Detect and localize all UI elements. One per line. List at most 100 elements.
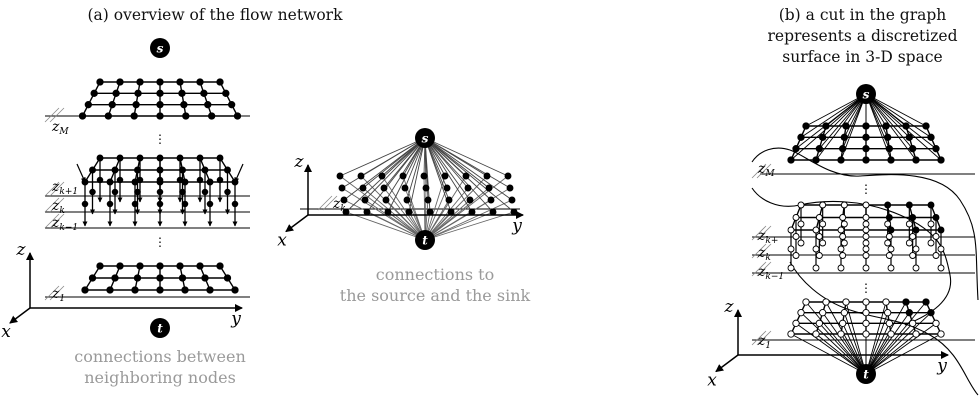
panel-mid-source-edge	[424, 137, 494, 213]
panel-b-grid-zk-node	[819, 220, 827, 228]
panel-b-grid-z1-node	[802, 298, 810, 306]
panel-b-source-edge	[795, 93, 867, 150]
panel-b-title-line3: surface in 3-D space	[782, 48, 943, 66]
panel-a-grid-z1-node	[206, 286, 214, 294]
panel-b-sink-edge	[865, 312, 932, 375]
panel-b-sink-edge	[845, 301, 867, 375]
panel-a-grid-z1-node	[201, 274, 209, 282]
panel-b-cut-curve	[751, 187, 952, 326]
panel-a-grid-zM-node	[78, 112, 87, 120]
panel-b-grid-zk-node	[839, 233, 847, 240]
panel-a-grid-zk-node	[136, 176, 144, 184]
panel-mid-node	[380, 184, 388, 192]
panel-mid-sink-edge	[345, 211, 426, 241]
panel-b-grid-zk-node	[884, 201, 892, 209]
panel-b-grid-zM-node	[837, 156, 845, 164]
panel-a-grid-z1-node	[216, 262, 224, 270]
panel-a-grid-zk-node	[96, 154, 104, 162]
panel-b-grid-zM-node	[905, 133, 913, 141]
panel-a-grid-z1-node	[111, 274, 119, 282]
panel-a-grid-zk-node	[206, 178, 214, 186]
panel-a-grid-zk-node	[196, 154, 204, 162]
panel-a-grid-zM-node	[208, 112, 216, 120]
panel-mid-sink-circle	[415, 230, 435, 250]
panel-b-grid-zk-node	[792, 252, 800, 259]
panel-b-grid-zk-node	[885, 233, 893, 240]
panel-a-grid-zk-node	[176, 154, 184, 162]
panel-mid-source-label: s	[422, 132, 429, 146]
panel-b-grid-zM-node	[792, 145, 800, 153]
panel-b-sink-edge	[865, 301, 927, 375]
panel-b-grid-zM-node	[787, 156, 795, 164]
panel-a-grid-zk-node	[156, 166, 164, 174]
panel-a-grid-zM-node	[200, 89, 208, 97]
panel-a-grid-zk-node	[116, 176, 124, 184]
panel-b-grid-zM-node	[842, 122, 850, 130]
panel-b-grid-z1-node	[912, 330, 920, 338]
panel-a-grid-zM-node	[222, 89, 230, 97]
panel-a-grid-zM-node	[104, 112, 112, 120]
panel-a-grid-z1-node	[181, 286, 189, 294]
panel-mid-sink-edge	[364, 199, 426, 241]
panel-b-grid-zk-node	[885, 252, 893, 259]
panel-b-grid-zk-node	[840, 220, 848, 228]
panel-b-grid-zk-node	[905, 220, 913, 228]
panel-b-grid-z1-node	[822, 298, 830, 306]
panel-a-grid-zM-node	[156, 112, 164, 120]
panel-b-source-edge	[865, 93, 932, 138]
panel-a-label-zkm1: zk−1	[51, 215, 78, 233]
panel-a-dots-1: ⋮	[154, 132, 166, 146]
panel-a-slash	[44, 285, 60, 301]
panel-a-axes-x-axis	[9, 307, 31, 324]
panel-b-grid-zk-node	[815, 214, 823, 221]
panel-b-grid-z1-node	[839, 319, 847, 327]
panel-b-grid-zk-node	[812, 226, 820, 234]
panel-mid-sink-label: t	[422, 234, 428, 248]
panel-a-grid-z1-node	[136, 262, 144, 270]
panel-b-axes-z-label: z	[724, 297, 735, 317]
panel-b-grid-z1-node	[922, 298, 930, 306]
panel-b-grid-z1-node	[862, 298, 870, 306]
panel-b-grid-zk-node	[862, 226, 870, 234]
panel-a-axes-x-label: x	[1, 322, 11, 342]
panel-mid-node	[443, 184, 451, 192]
panel-b-slash	[751, 225, 767, 241]
panel-a-grid-zM-node	[156, 89, 164, 97]
panel-a-grid-zk-node	[89, 188, 96, 196]
panel-a-grid-z1-node	[223, 274, 232, 282]
panel-b-source-label: s	[863, 88, 870, 102]
panel-a-grid-zk-node	[111, 188, 119, 196]
panel-b-grid-zk-node	[885, 214, 893, 221]
panel-b-grid-z1-node	[862, 330, 870, 338]
panel-mid-sink-edge	[424, 211, 515, 241]
panel-a-grid-zk-node	[96, 176, 104, 184]
panel-a-grid-zM-node	[180, 101, 188, 109]
panel-a-grid-zk-node	[106, 178, 114, 186]
panel-mid-node	[342, 208, 350, 216]
panel-b-grid-z1-node	[812, 330, 820, 338]
panel-a-grid-zk-node	[224, 166, 231, 174]
panel-a-dots-2: ⋮	[154, 235, 166, 249]
panel-b-source-edge	[818, 93, 867, 149]
panel-b-slash	[751, 243, 767, 259]
panel-a-grid-zM-node	[108, 101, 116, 109]
panel-b-grid-zk-node	[932, 214, 940, 221]
panel-mid-sink-edge	[424, 211, 494, 241]
panel-a-grid-zM-node	[156, 78, 164, 86]
panel-b-dots-1: ⋮	[860, 182, 872, 196]
panel-mid-node	[338, 184, 346, 192]
panel-b-grid-zk-node	[932, 233, 940, 240]
panel-b-grid-zM-node	[862, 156, 870, 164]
panel-b-slash	[756, 243, 772, 259]
panel-mid-sink-edge	[366, 211, 426, 241]
panel-a-caption: connections between neighboring nodes	[45, 346, 275, 388]
panel-a-grid-zk-node	[81, 178, 89, 186]
panel-a-grid-zk-node	[224, 188, 231, 196]
panel-b-sink-edge	[865, 333, 942, 375]
panel-a-slash	[44, 197, 60, 213]
panel-mid-sink-edge	[424, 199, 471, 241]
panel-b-sink-edge	[865, 312, 889, 375]
panel-b-grid-z1-node	[909, 319, 917, 327]
panel-a-grid-zk-node	[179, 166, 186, 174]
panel-b-grid-zk-node	[797, 239, 805, 247]
